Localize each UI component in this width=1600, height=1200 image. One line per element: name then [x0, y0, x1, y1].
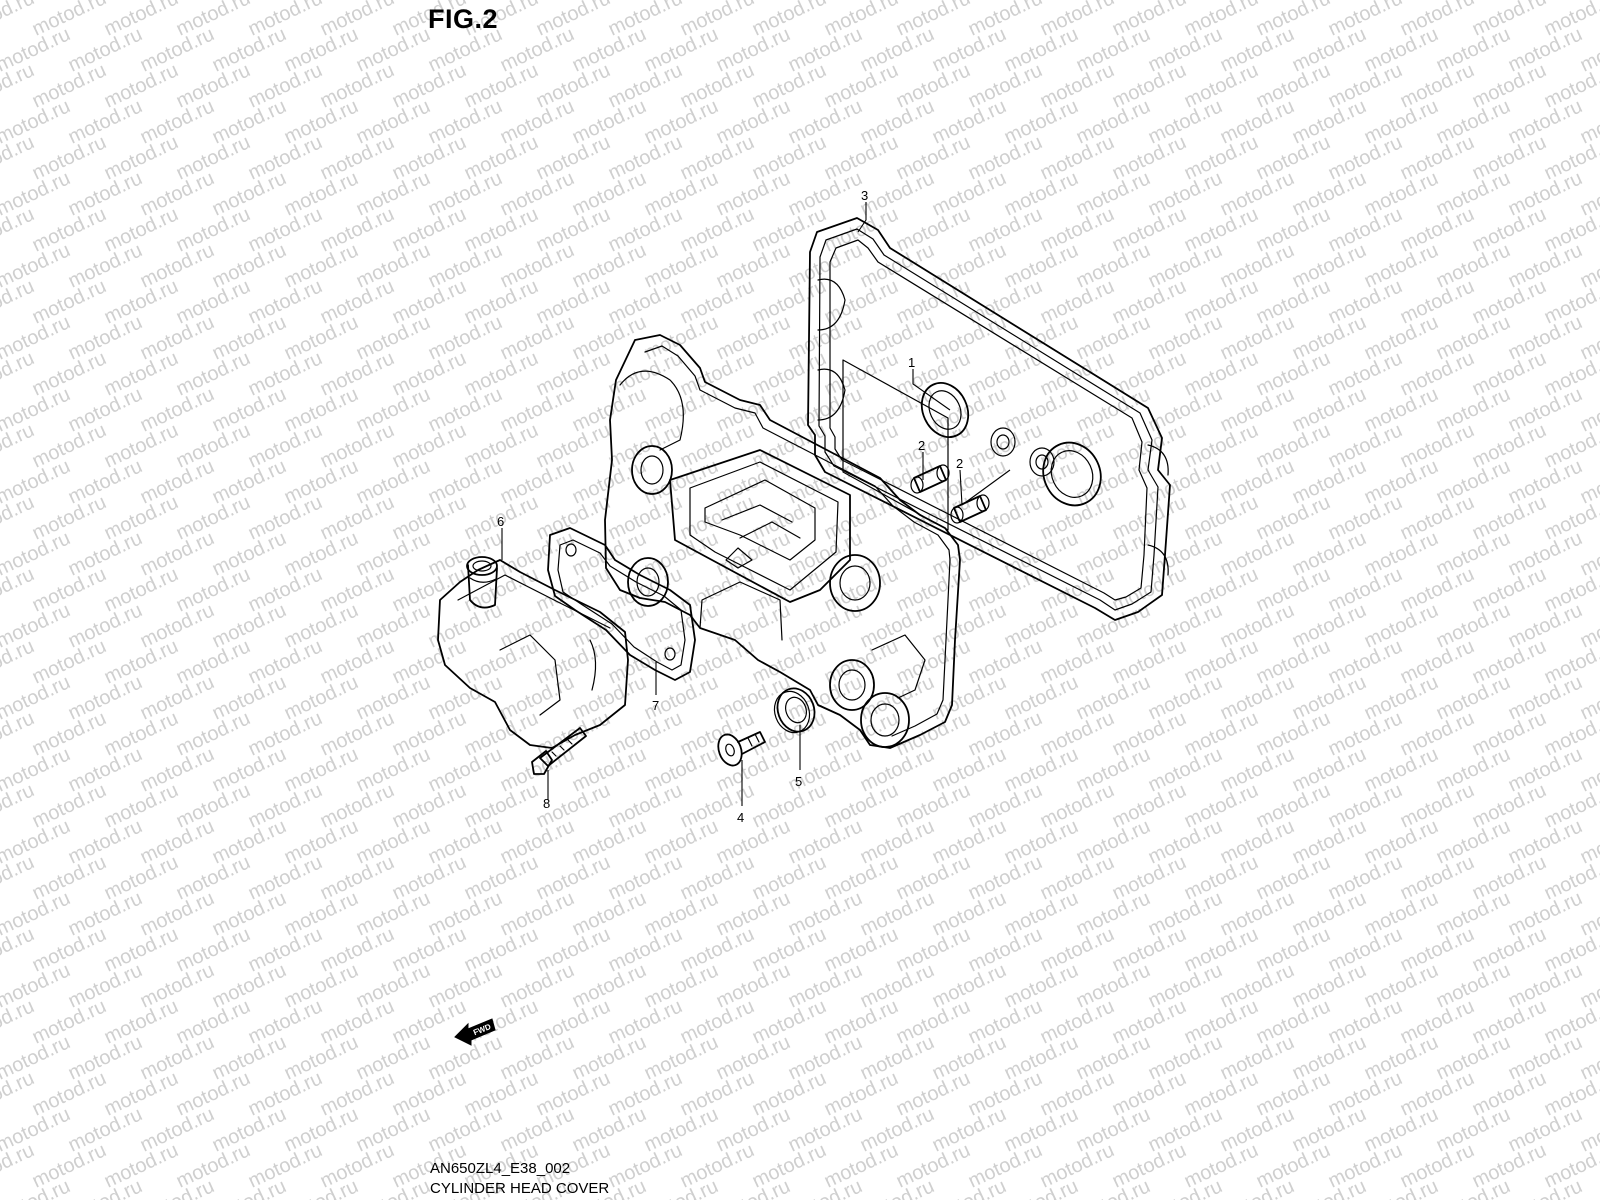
cylinder-head-cover[interactable] [604, 334, 961, 749]
head-cover-gasket[interactable] [807, 217, 1171, 621]
dowel-pin-left[interactable] [910, 464, 950, 494]
breather-cover[interactable] [437, 556, 629, 749]
plug-hole-seal-group[interactable] [842, 359, 1111, 531]
breather-cover-gasket[interactable] [547, 527, 696, 681]
callout-4: 4 [737, 810, 744, 825]
callout-7: 7 [652, 698, 659, 713]
callout-8: 8 [543, 796, 550, 811]
leader-lines [501, 202, 1011, 806]
callout-6: 6 [497, 514, 504, 529]
fwd-arrow-icon: FWD [454, 1018, 496, 1046]
cover-bolt[interactable] [714, 731, 766, 769]
callout-5: 5 [795, 774, 802, 789]
figure-name: CYLINDER HEAD COVER [430, 1180, 610, 1197]
dowel-pin-right[interactable] [950, 494, 990, 524]
breather-cover-bolt[interactable] [531, 727, 587, 775]
figure-code: AN650ZL4_E38_002 [430, 1160, 571, 1177]
callout-3: 3 [861, 188, 868, 203]
seal-washer[interactable] [769, 683, 821, 737]
callout-1: 1 [908, 355, 915, 370]
callout-2b: 2 [956, 456, 963, 471]
figure-title: FIG.2 [428, 4, 499, 34]
callout-2a: 2 [918, 438, 925, 453]
